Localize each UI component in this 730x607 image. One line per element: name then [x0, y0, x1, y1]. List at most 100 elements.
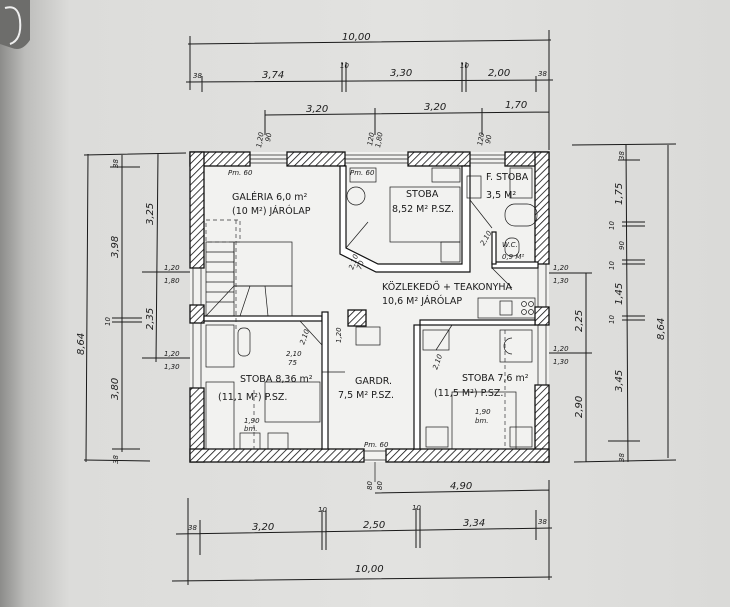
- sill-note: Pm. 60: [364, 441, 389, 449]
- bed-length: 1,90: [244, 417, 260, 425]
- room-label-stoba-2: STOBA 8,36 m²: [240, 374, 313, 385]
- door-width: 1,20: [335, 327, 343, 343]
- bed-length: 1,90: [475, 408, 491, 416]
- dim-right-d: 90: [618, 241, 626, 250]
- bed: [451, 391, 517, 450]
- dim-top-c: 10: [340, 62, 349, 70]
- dim-right-win-b: 1,30: [553, 277, 569, 285]
- dim-bottom-e: 10: [412, 504, 421, 512]
- dim-bottom-a: 38: [188, 524, 197, 532]
- dim-left-b: 3,98: [110, 236, 121, 258]
- sill-note: Pm. 60: [350, 169, 375, 177]
- bed-unit: bm.: [475, 417, 489, 425]
- dim-right-w1: 2,25: [574, 310, 585, 332]
- dim-left-win-d: 1,30: [164, 363, 180, 371]
- dim-left-win-b: 1,80: [164, 277, 180, 285]
- bathtub: [504, 203, 538, 227]
- door-height: 2,10: [286, 350, 302, 358]
- dim-top-d: 3,30: [390, 68, 412, 79]
- room-label-gardr: GARDR.: [355, 376, 392, 387]
- room-area-wc: 0,9 M²: [502, 253, 524, 261]
- room-floor-stoba-2: (11,1 M²) P.SZ.: [218, 392, 287, 403]
- room-label-stoba-3: STOBA 7,6 m²: [462, 373, 529, 384]
- room-area-gardr: 7,5 M² P.SZ.: [338, 390, 394, 401]
- room-label-corridor: KÖZLEKEDŐ + TEAKONYHA: [382, 282, 513, 293]
- interior-walls: [203, 165, 539, 450]
- dim-right-i: 38: [618, 453, 626, 462]
- dim-top-a: 38: [193, 72, 202, 80]
- dim-top-e: 10: [460, 62, 469, 70]
- dim-top-total: 10,00: [342, 32, 371, 43]
- dim-bottom-b: 3,20: [252, 522, 274, 533]
- shower: [509, 167, 533, 199]
- dim-left-win-c: 1,20: [164, 350, 180, 358]
- dim-right-w2: 2,90: [574, 396, 585, 418]
- room-floor-stoba-3: (11,5 M²) P.SZ.: [434, 388, 503, 399]
- dim-right-g: 10: [608, 315, 616, 324]
- dim-left-e: 38: [112, 455, 120, 464]
- dim-window-3: 120: [476, 131, 486, 146]
- dim-right-a: 38: [618, 151, 626, 160]
- dimensions-bottom: 80 80 4,90 38 3,20 10 2,50 10 3,34 38 10…: [171, 480, 553, 585]
- dim-right-win-c: 1,20: [553, 345, 569, 353]
- dim-left-a: 38: [112, 159, 120, 168]
- dim-window-3b: 90: [484, 134, 494, 145]
- toilet: [504, 237, 520, 257]
- dim-top-w2: 3,20: [424, 102, 446, 113]
- dim-left-c: 10: [104, 317, 112, 326]
- room-label-galeria: GALÉRIA 6,0 m²: [232, 191, 307, 203]
- staircase: [205, 219, 293, 330]
- room-floor-galeria: (10 M²) JÁRÓLAP: [232, 205, 311, 217]
- door-width: 75: [288, 359, 297, 367]
- dim-bottom-d: 2,50: [363, 520, 385, 531]
- binder-clip: [0, 0, 30, 49]
- dim-right-c: 10: [608, 221, 616, 230]
- dim-bottom-total: 10,00: [355, 564, 384, 575]
- door-swings: [299, 199, 513, 482]
- dim-top-g: 38: [538, 70, 547, 78]
- dim-window-1: 1,20: [255, 131, 266, 148]
- room-label-stoba: STOBA: [406, 189, 439, 200]
- table: [346, 186, 366, 206]
- dim-left-win-a: 1,20: [164, 264, 180, 272]
- dim-right-total: 8,64: [656, 318, 667, 340]
- dim-right-win-a: 1,20: [553, 264, 569, 272]
- dim-top-w1: 3,20: [306, 104, 328, 115]
- dim-right-f: 1,45: [614, 283, 625, 305]
- dim-bottom-c: 10: [318, 506, 327, 514]
- room-area-f-stoba: 3,5 M²: [486, 190, 516, 201]
- dim-top-w3: 1,70: [505, 100, 527, 111]
- windows: [192, 154, 547, 461]
- dim-top-b: 3,74: [262, 70, 284, 81]
- room-label-wc: W.C.: [502, 241, 518, 249]
- dim-window-2b: 1,80: [374, 131, 385, 148]
- room-area-stoba: 8,52 M² P.SZ.: [392, 204, 454, 215]
- dim-right-b: 1,75: [614, 183, 625, 205]
- furniture: [205, 167, 538, 450]
- floor-area: [190, 152, 549, 462]
- dimensions-left: 8,64 38 3,98 10 3,80 38 3,25 2,35 1,20 1…: [76, 152, 190, 464]
- bed-unit: bm.: [244, 425, 258, 433]
- dim-right-win-d: 1,30: [553, 358, 569, 366]
- dim-right-h: 3,45: [614, 370, 625, 392]
- dimensions-top: 10,00 38 3,74 10 3,30 10 2,00 38 3,20 3,…: [185, 30, 554, 150]
- door-width: 70: [355, 259, 366, 271]
- dim-bottom-door-a: 80: [366, 481, 374, 490]
- dim-left-total: 8,64: [76, 333, 87, 355]
- kitchenette: [477, 297, 536, 319]
- dim-left-w1: 3,25: [145, 203, 156, 225]
- dim-bottom-run: 4,90: [450, 481, 472, 492]
- bed: [389, 186, 461, 243]
- dimensions-right: 8,64 38 1,75 10 90 10 1,45 10 3,45 38 2,…: [549, 143, 677, 463]
- dim-right-e: 10: [608, 261, 616, 270]
- dim-bottom-f: 3,34: [463, 518, 485, 529]
- room-area-corridor: 10,6 M² JÁRÓLAP: [382, 295, 462, 307]
- dim-left-d: 3,80: [110, 378, 121, 400]
- dim-window-1b: 90: [264, 132, 274, 143]
- sill-note: Pm. 60: [228, 169, 253, 177]
- dim-top-f: 2,00: [488, 68, 510, 79]
- room-label-f-stoba: F. STOBA: [486, 172, 529, 183]
- dim-bottom-door-b: 80: [376, 481, 384, 490]
